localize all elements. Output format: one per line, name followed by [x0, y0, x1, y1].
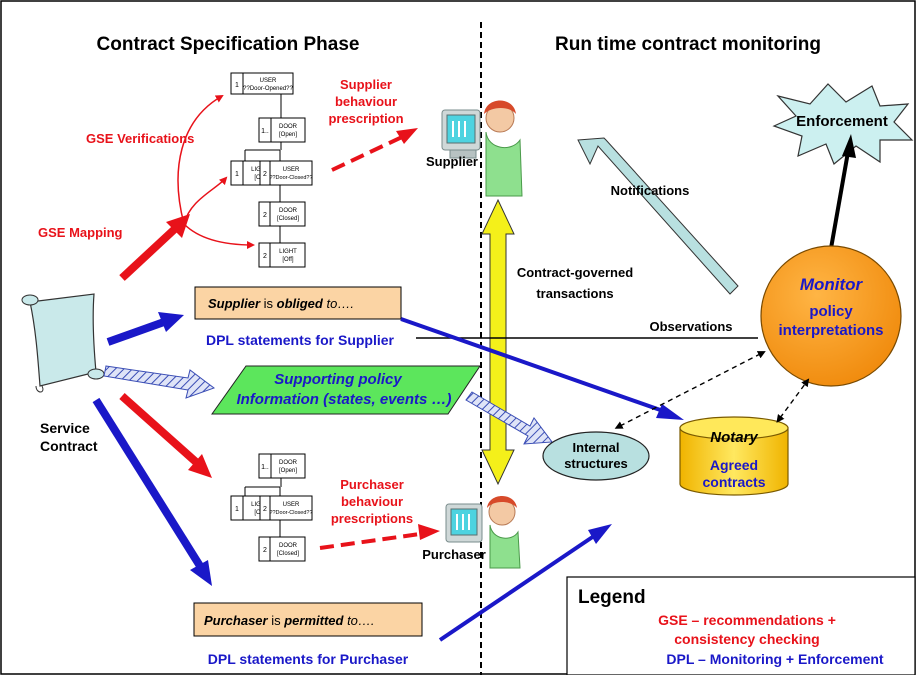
- svg-text:LIGHT: LIGHT: [279, 249, 297, 255]
- purchaser-prescription-line3: prescriptions: [331, 511, 413, 526]
- svg-text:2: 2: [263, 171, 267, 178]
- svg-text:DOOR: DOOR: [279, 208, 298, 214]
- supporting-policy-box: [211, 365, 481, 415]
- supplier-prescription-line2: behaviour: [335, 94, 397, 109]
- svg-text:2: 2: [263, 547, 267, 554]
- purchaser-permission-box: [193, 602, 423, 637]
- gse-verifications-label: GSE Verifications: [86, 131, 194, 146]
- enforcement-starburst: [772, 83, 914, 165]
- tree-node-door-closed: 2 DOOR [Closed]: [258, 201, 306, 227]
- contract-governed-line2: transactions: [536, 286, 613, 301]
- notifications-label: Notifications: [611, 183, 690, 198]
- internal-structures-line2: structures: [564, 456, 628, 471]
- purchaser-prescription-line1: Purchaser: [340, 477, 404, 492]
- monitor-sub-line2: interpretations: [778, 322, 883, 339]
- tree-node-user-opened: 1 USER ??Door-Opened??: [230, 72, 294, 95]
- svg-text:??Door-Closed??: ??Door-Closed??: [269, 175, 312, 181]
- svg-text:DOOR: DOOR: [279, 543, 298, 549]
- svg-text:[Open]: [Open]: [279, 468, 297, 474]
- gse-mapping-arrow-up: [119, 214, 190, 281]
- service-contract-scroll-icon: [21, 293, 105, 393]
- supplier-actor-label: Supplier: [426, 154, 478, 169]
- supporting-line2: Information (states, events …): [236, 391, 451, 408]
- tree-node-door-open: 1.. DOOR [Open]: [258, 117, 306, 143]
- svg-text:1: 1: [235, 82, 239, 89]
- svg-text:[Closed]: [Closed]: [277, 216, 299, 222]
- svg-text:2: 2: [263, 506, 267, 513]
- dpl-purchaser-arrow-short: [92, 397, 212, 586]
- notifications-arrow: [577, 137, 739, 295]
- tree-node-door-open: 1.. DOOR [Open]: [258, 453, 306, 479]
- legend-gse-line1: GSE – recommendations +: [658, 612, 836, 628]
- svg-text:??Door-Opened??: ??Door-Opened??: [243, 86, 293, 92]
- legend-title: Legend: [578, 587, 646, 608]
- purchaser-prescription-line2: behaviour: [341, 494, 403, 509]
- svg-text:[Off]: [Off]: [282, 257, 294, 263]
- contract-governed-line1: Contract-governed: [517, 265, 633, 280]
- observations-label: Observations: [649, 319, 732, 334]
- monitor-sub-line1: policy: [809, 303, 853, 320]
- internal-structures-line1: Internal: [573, 440, 620, 455]
- supplier-obligation-text: Supplier is obliged to….: [208, 296, 354, 311]
- notary-sub-line1: Agreed: [710, 457, 758, 473]
- legend-dpl: DPL – Monitoring + Enforcement: [666, 651, 883, 667]
- internal-structures-ellipse: [542, 431, 650, 481]
- svg-text:[Closed]: [Closed]: [277, 551, 299, 557]
- svg-text:DOOR: DOOR: [279, 460, 298, 466]
- svg-text:1: 1: [235, 506, 239, 513]
- svg-text:??Door-Closed??: ??Door-Closed??: [269, 510, 312, 516]
- supplier-prescription-line3: prescription: [328, 111, 403, 126]
- supplier-tree: 1 USER ??Door-Opened?? 1.. DOOR [Open] 1…: [230, 72, 313, 268]
- gse-mapping-label: GSE Mapping: [38, 225, 123, 240]
- purchaser-actor-label: Purchaser: [422, 547, 486, 562]
- svg-text:2: 2: [263, 212, 267, 219]
- svg-text:2: 2: [263, 253, 267, 260]
- svg-text:USER: USER: [283, 167, 300, 173]
- right-heading: Run time contract monitoring: [555, 34, 821, 55]
- supplier-prescription-arrow: [331, 128, 418, 172]
- gse-verification-arrow-low: [183, 223, 255, 249]
- purchaser-prescription-arrow: [319, 524, 440, 550]
- tree-node-door-closed: 2 DOOR [Closed]: [258, 536, 306, 562]
- dpl-purchaser-label: DPL statements for Purchaser: [208, 651, 409, 667]
- purchaser-actor-icon: [445, 496, 521, 569]
- supplier-obligation-box: [194, 286, 402, 320]
- monitor-circle: [760, 245, 902, 387]
- svg-text:1..: 1..: [261, 128, 269, 135]
- notary-title: Notary: [710, 429, 758, 446]
- svg-text:USER: USER: [260, 78, 277, 84]
- monitor-title: Monitor: [800, 275, 864, 294]
- legend-box: [566, 576, 916, 675]
- legend-gse-line2: consistency checking: [674, 631, 820, 647]
- internal-structures-arrow: [465, 391, 553, 445]
- svg-text:USER: USER: [283, 502, 300, 508]
- tree-node-user-closed: 2 USER ??Door-Closed??: [259, 160, 313, 186]
- supporting-info-arrow: [103, 365, 216, 399]
- dpl-purchaser-arrow-long: [438, 524, 612, 642]
- svg-text:1: 1: [235, 171, 239, 178]
- dpl-supplier-arrow-short: [106, 312, 184, 346]
- tree-node-user-closed: 2 USER ??Door-Closed??: [259, 495, 313, 521]
- purchaser-tree: 1.. DOOR [Open] 1 LIGHT [On] 2 USER ??Do…: [230, 453, 313, 562]
- dpl-supplier-label: DPL statements for Supplier: [206, 332, 395, 348]
- supplier-prescription-line1: Supplier: [340, 77, 392, 92]
- svg-text:1..: 1..: [261, 464, 269, 471]
- service-contract-line2: Contract: [40, 438, 98, 454]
- enforcement-label: Enforcement: [796, 113, 888, 130]
- tree-node-light-off: 2 LIGHT [Off]: [258, 242, 306, 268]
- gse-verification-arrow-top: [177, 95, 224, 225]
- enforcement-arrow: [828, 134, 856, 255]
- gse-mapping-arrow-down: [119, 393, 212, 478]
- svg-text:[Open]: [Open]: [279, 132, 297, 138]
- service-contract-line1: Service: [40, 420, 90, 436]
- supplier-actor-icon: [441, 100, 523, 197]
- left-heading: Contract Specification Phase: [97, 34, 360, 55]
- monitor-notary-link: [776, 378, 810, 423]
- purchaser-permission-text: Purchaser is permitted to….: [204, 613, 375, 628]
- supporting-line1: Supporting policy: [274, 371, 402, 388]
- svg-text:DOOR: DOOR: [279, 124, 298, 130]
- notary-sub-line2: contracts: [702, 474, 765, 490]
